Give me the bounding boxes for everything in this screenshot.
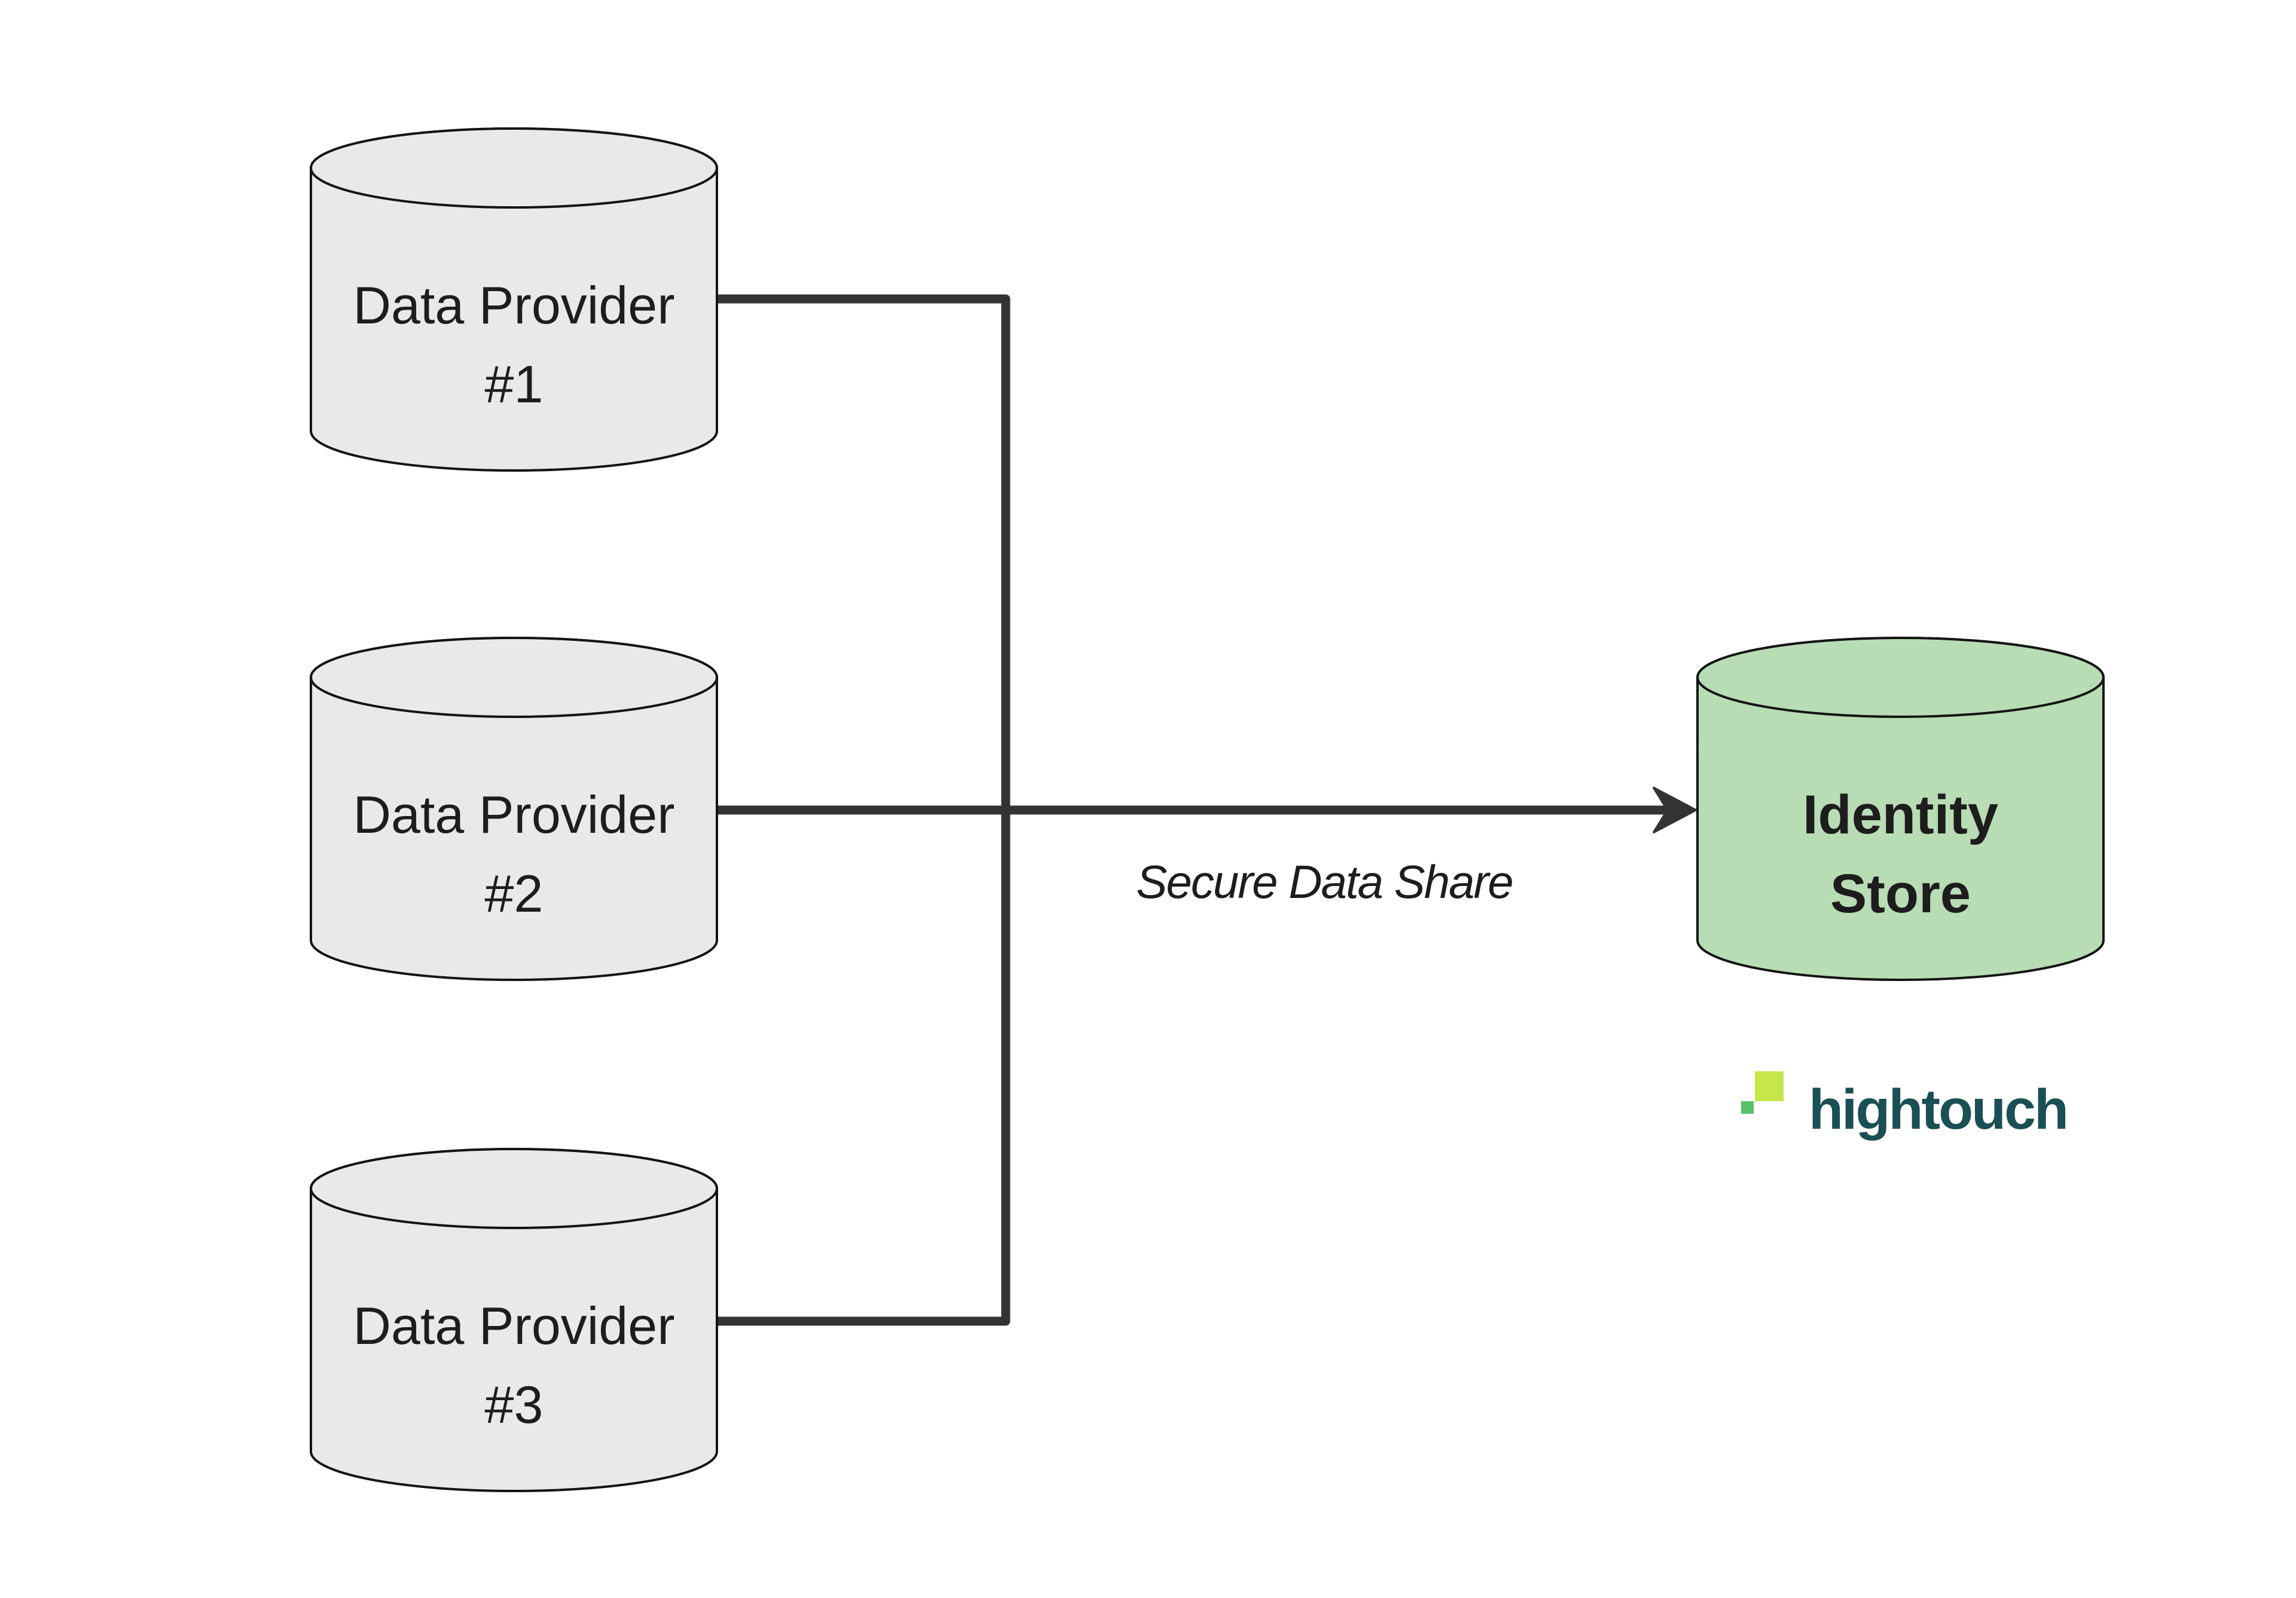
hightouch-wordmark: hightouch [1809, 1078, 2069, 1141]
hightouch-logo-mark-icon [1741, 1071, 1784, 1114]
node-label-line2: Store [1830, 863, 1971, 924]
database-cylinder-icon [310, 1148, 718, 1492]
secure-data-share-label: Secure Data Share [1136, 855, 1513, 908]
node-label-line2: #1 [484, 355, 544, 414]
data-provider-3-node: Data Provider #3 [309, 1147, 719, 1493]
identity-store-node: Identity Store [1696, 635, 2105, 982]
node-label-line2: #2 [484, 864, 544, 923]
identity-store-label: Identity Store [1696, 775, 2105, 933]
database-cylinder-icon [310, 637, 718, 981]
database-cylinder-icon [310, 127, 718, 472]
node-label-line1: Identity [1802, 784, 1999, 845]
node-label-line2: #3 [484, 1375, 544, 1434]
data-provider-3-label: Data Provider #3 [309, 1287, 719, 1444]
node-label-line1: Data Provider [353, 1296, 675, 1355]
data-provider-2-label: Data Provider #2 [309, 775, 719, 933]
data-provider-1-node: Data Provider #1 [309, 126, 719, 473]
data-provider-2-node: Data Provider #2 [309, 635, 719, 982]
database-cylinder-icon [1696, 637, 2105, 981]
node-label-line1: Data Provider [353, 276, 675, 335]
node-label-line1: Data Provider [353, 785, 675, 844]
arrowhead-icon [1653, 787, 1697, 833]
hightouch-logo: hightouch [1741, 1071, 2076, 1152]
data-provider-1-label: Data Provider #1 [309, 266, 719, 424]
